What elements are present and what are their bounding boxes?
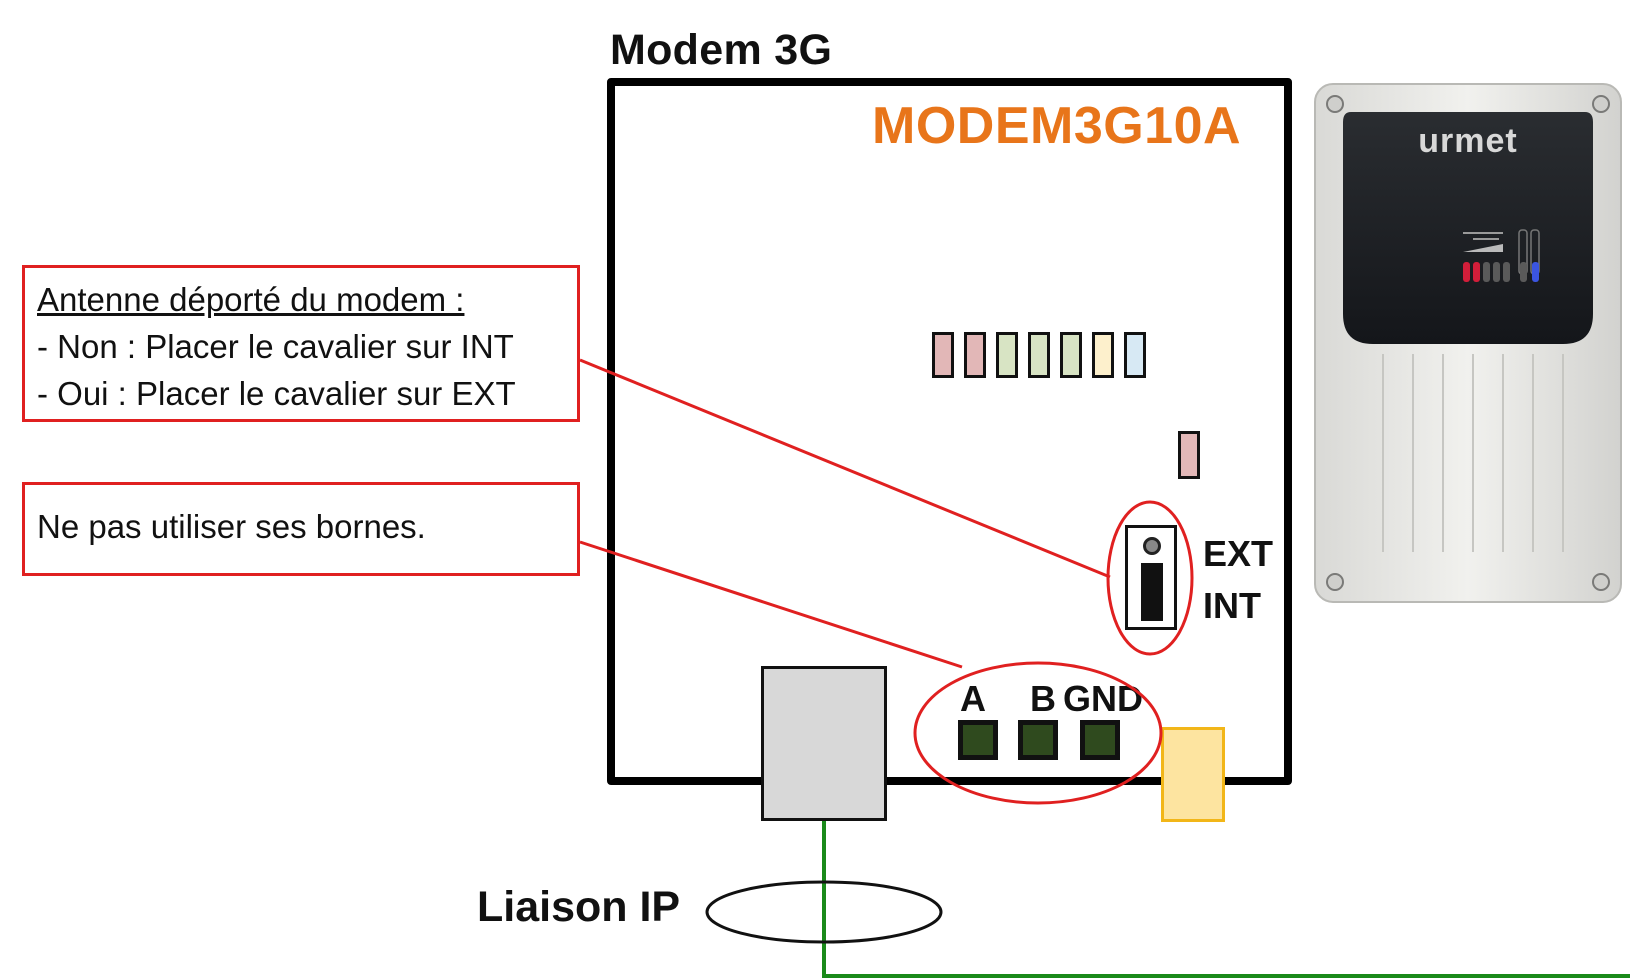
terminal-a	[958, 720, 998, 760]
antenna-callout: Antenne déporté du modem : - Non : Place…	[22, 265, 580, 422]
terminal-gnd	[1080, 720, 1120, 760]
device-photo: urmet	[1314, 83, 1622, 603]
antenna-leader-line	[579, 358, 1111, 579]
led-3	[996, 332, 1018, 378]
antenna-callout-heading: Antenne déporté du modem :	[37, 281, 465, 318]
led-6	[1092, 332, 1114, 378]
terminals-callout-text: Ne pas utiliser ses bornes.	[37, 508, 426, 545]
antenna-callout-line-1: - Non : Placer le cavalier sur INT	[37, 328, 514, 365]
ip-cable	[822, 821, 1630, 978]
jumper-highlight	[1106, 500, 1194, 656]
terminal-b-label: B	[1030, 678, 1056, 719]
led-2	[964, 332, 986, 378]
ip-link-label: Liaison IP	[477, 883, 681, 931]
terminals-highlight	[913, 661, 1163, 805]
ext-label: EXT	[1203, 533, 1274, 574]
rj45-connector	[761, 666, 887, 821]
led-row	[932, 332, 1146, 380]
jumper-pin	[1143, 537, 1161, 555]
diagram-title: Modem 3G	[610, 26, 833, 74]
led-4	[1028, 332, 1050, 378]
power-connector	[1161, 727, 1225, 822]
int-label: INT	[1203, 585, 1261, 626]
antenna-callout-line-2: - Oui : Placer le cavalier sur EXT	[37, 375, 516, 412]
led-1	[932, 332, 954, 378]
terminals-callout: Ne pas utiliser ses bornes.	[22, 482, 580, 576]
model-name: MODEM3G10A	[872, 97, 1242, 155]
terminal-a-label: A	[960, 678, 986, 719]
device-brand: urmet	[1418, 122, 1517, 160]
ip-link-ring	[705, 880, 943, 944]
jumper-cap	[1141, 563, 1163, 621]
led-5	[1060, 332, 1082, 378]
modem-box	[607, 78, 1292, 785]
terminals-leader-line	[579, 540, 963, 669]
terminal-b	[1018, 720, 1058, 760]
status-led	[1178, 431, 1200, 479]
led-7	[1124, 332, 1146, 378]
